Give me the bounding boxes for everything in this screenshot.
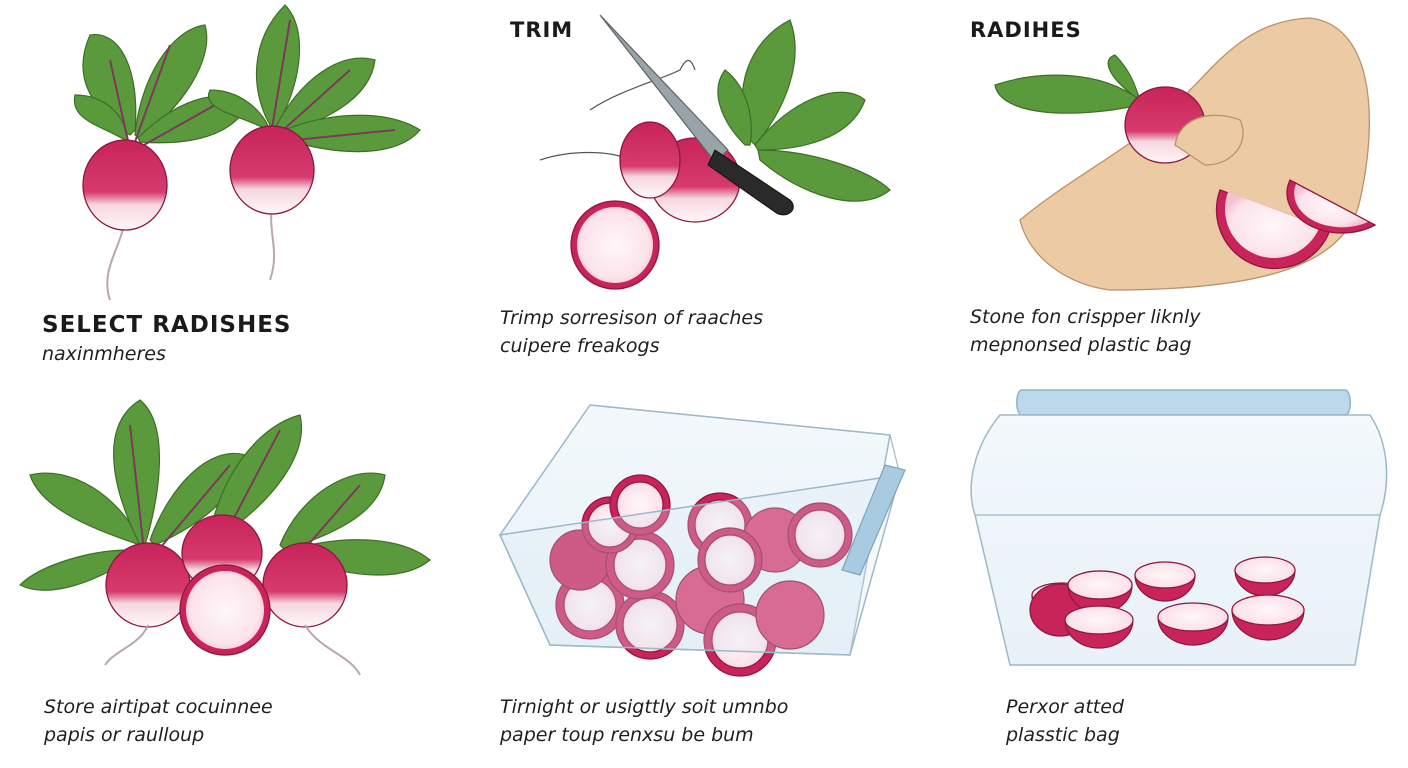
hand-icon (994, 17, 1377, 291)
caption-line: Trimp sorresison of raaches (500, 307, 763, 329)
caption-line: naxinmheres (42, 343, 166, 365)
panel-caption: Tirnight or usigttly soit umnbo paper to… (500, 693, 788, 749)
caption-line: plasstic bag (1006, 724, 1120, 746)
panel-caption: Trimp sorresison of raaches cuipere frea… (500, 304, 763, 360)
panel-title: RADIHES (970, 18, 1082, 42)
panel-caption: naxinmheres (42, 340, 166, 368)
caption-line: paper toup renxsu be bum (500, 724, 754, 746)
panel-caption: Stone fon crispper liknly mepnonsed plas… (970, 303, 1201, 359)
radish-bunch-icon (18, 399, 431, 676)
panel-trim: TRIM Trimp sorresison of raaches cuipere… (470, 0, 930, 380)
panel-caption: Store airtipat cocuinnee papis or raullo… (44, 693, 273, 749)
caption-line: Stone fon crispper liknly (970, 306, 1201, 328)
caption-line: Tirnight or usigttly soit umnbo (500, 696, 789, 718)
panel-caption: Perxor atted plasstic bag (1006, 693, 1124, 749)
panel-select-radishes: SELECT RADISHES naxinmheres (0, 0, 460, 380)
panel-title: SELECT RADISHES (42, 312, 292, 338)
container-icon (970, 389, 1388, 666)
panel-perforated-bag: Perxor atted plasstic bag (960, 385, 1408, 768)
knife-icon (539, 14, 891, 290)
caption-line: Store airtipat cocuinnee (44, 696, 273, 718)
caption-line: cuipere freakogs (500, 335, 660, 357)
panel-title: TRIM (510, 18, 574, 42)
radish-bunch-icon (73, 4, 421, 301)
caption-line: mepnonsed plastic bag (970, 334, 1192, 356)
container-icon (498, 404, 906, 677)
panel-store-airtight: Store airtipat cocuinnee papis or raullo… (0, 385, 460, 768)
panel-container-paper-towel: Tirnight or usigttly soit umnbo paper to… (490, 385, 930, 768)
panel-hand-slice: RADIHES Stone fon crispper liknly mepnon… (950, 0, 1408, 380)
caption-line: papis or raulloup (44, 724, 205, 746)
caption-line: Perxor atted (1006, 696, 1124, 718)
